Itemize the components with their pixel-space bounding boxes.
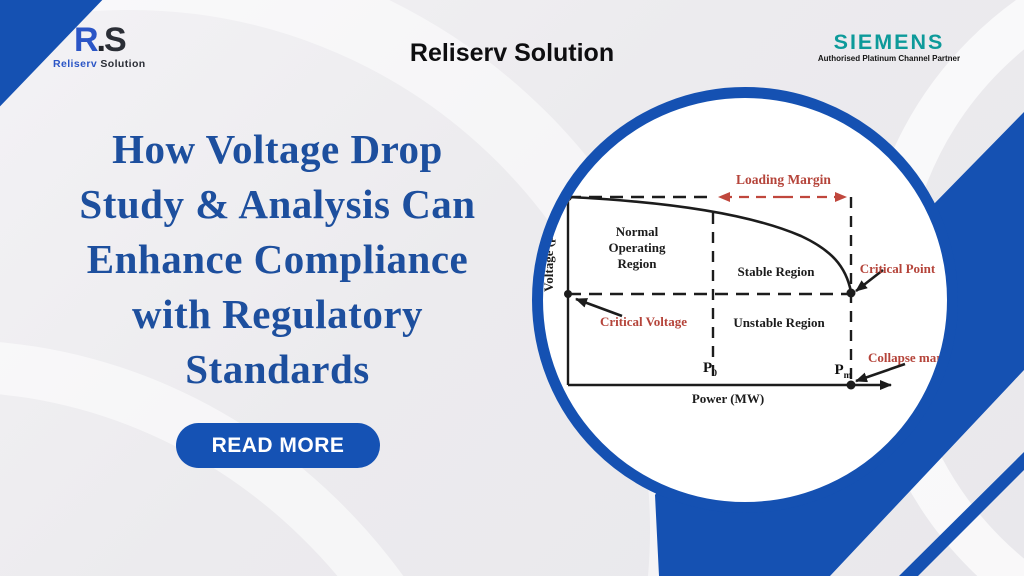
headline-line: Standards [185, 346, 370, 392]
collapse-margin-pointer-arrow [855, 362, 906, 383]
siemens-partner-tagline: Authorised Platinum Channel Partner [817, 54, 961, 63]
read-more-button[interactable]: READ MORE [176, 423, 380, 468]
collapse-margin-label: Collapse margin [868, 350, 958, 365]
critical-voltage-point [564, 290, 572, 298]
logo-dot: . [96, 21, 107, 59]
x-axis-label: Power (MW) [691, 391, 765, 406]
critical-voltage-label: Critical Voltage [599, 314, 687, 329]
page-title: Reliserv Solution [409, 39, 615, 67]
unstable-region-label: Unstable Region [733, 315, 825, 330]
pv-curve [567, 195, 853, 293]
critical-voltage-pointer-arrow [575, 297, 623, 318]
headline-line: Study & Analysis Can [79, 181, 476, 227]
logo-letter-r: R [73, 21, 99, 59]
x-tick-pm: Pm [834, 362, 852, 381]
x-tick-p0: P0 [703, 360, 717, 379]
hero-headline: How Voltage Drop Study & Analysis Can En… [20, 122, 535, 397]
pm-axis-dot [846, 380, 856, 390]
stable-region-label: Stable Region [737, 264, 815, 279]
y-axis-label: Voltage (pu) [541, 224, 556, 292]
critical-point-label: Critical Point [859, 261, 936, 276]
pv-curve-plot [563, 175, 906, 390]
reliserv-logo-mark: R.S [53, 23, 146, 57]
pv-curve-figure: Voltage (pu) Power (MW) Normal Operating… [532, 87, 958, 513]
critical-point-dot [846, 288, 856, 298]
siemens-partner-logo: SIEMENS Authorised Platinum Channel Part… [808, 31, 970, 63]
normal-operating-region-label: Normal Operating Region [608, 224, 666, 271]
logo-letter-s: S [103, 21, 127, 59]
headline-line: Enhance Compliance [86, 236, 469, 282]
headline-line: How Voltage Drop [112, 126, 443, 172]
headline-line: with Regulatory [131, 291, 424, 337]
siemens-wordmark: SIEMENS [833, 30, 945, 54]
loading-margin-label: Loading Margin [736, 172, 831, 187]
reliserv-logo-tagline: Reliserv Solution [53, 58, 146, 70]
initial-operating-point [564, 193, 572, 201]
reliserv-logo: R.S Reliserv Solution [53, 23, 146, 70]
